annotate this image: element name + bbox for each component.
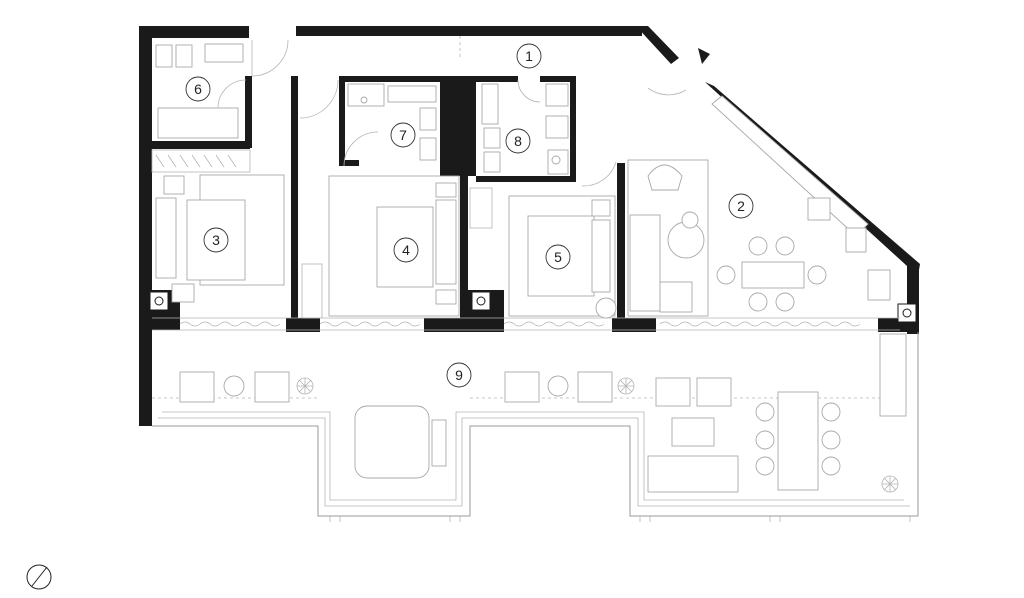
room-label-8: 8	[505, 128, 531, 154]
entrance-arrow-icon	[698, 48, 710, 64]
bedroom-3-furniture	[151, 149, 285, 303]
svg-text:1: 1	[525, 48, 533, 64]
svg-text:7: 7	[399, 127, 407, 143]
svg-text:2: 2	[737, 198, 745, 214]
living-2-furniture	[627, 95, 891, 317]
room-label-6: 6	[185, 76, 211, 102]
svg-text:4: 4	[402, 242, 410, 258]
room-label-3: 3	[203, 227, 229, 253]
bathroom-6-fixtures	[155, 43, 244, 139]
svg-text:5: 5	[554, 249, 562, 265]
svg-text:3: 3	[212, 232, 220, 248]
bedroom-4-furniture	[301, 175, 460, 319]
terrace-railing	[152, 317, 900, 331]
room-label-5: 5	[545, 244, 571, 270]
svg-text:6: 6	[194, 81, 202, 97]
bathroom-7-fixtures	[347, 83, 437, 161]
terrace-9	[152, 332, 919, 522]
svg-text:8: 8	[514, 133, 522, 149]
svg-text:9: 9	[455, 367, 463, 383]
north-arrow-icon	[26, 564, 52, 590]
room-label-4: 4	[393, 237, 419, 263]
room-label-2: 2	[728, 193, 754, 219]
room-label-7: 7	[390, 122, 416, 148]
doors	[217, 36, 687, 187]
room-label-1: 1	[516, 43, 542, 69]
room-label-9: 9	[446, 362, 472, 388]
bathroom-8-fixtures	[481, 83, 569, 175]
structural-columns	[149, 291, 917, 323]
interior-walls	[152, 76, 918, 332]
